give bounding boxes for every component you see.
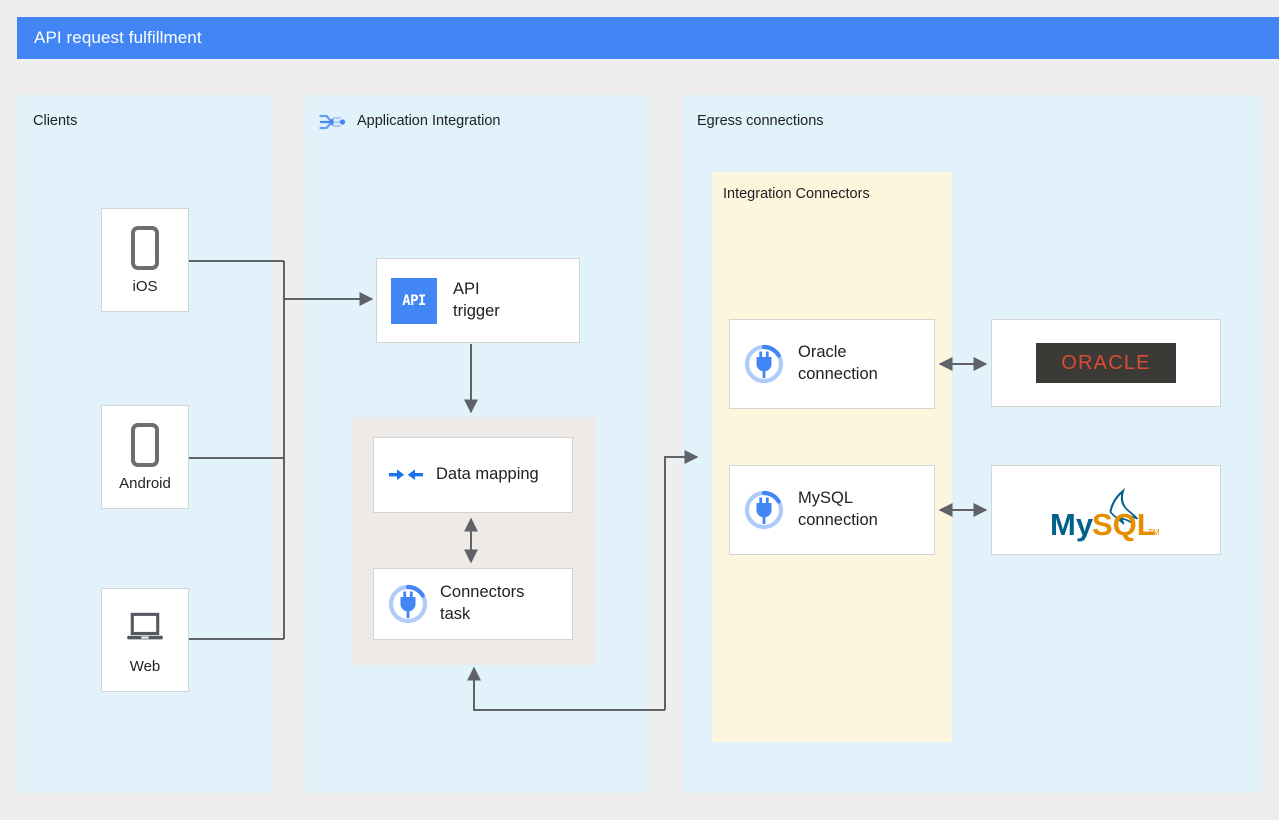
oracle-logo: ORACLE	[1036, 343, 1176, 383]
page-title: API request fulfillment	[34, 28, 202, 47]
mobile-phone-icon	[131, 423, 159, 467]
connection-label-oracle: Oracle connection	[798, 343, 878, 383]
client-label: Android	[119, 475, 171, 492]
client-label: Web	[129, 658, 161, 675]
api-icon: API	[391, 277, 437, 324]
mobile-phone-icon	[131, 226, 159, 270]
panel-label-clients: Clients	[33, 113, 78, 129]
panel-label-integration-connectors: Integration Connectors	[723, 186, 870, 202]
svg-text:TM: TM	[1148, 528, 1160, 537]
panel-label-egress-connections: Egress connections	[697, 113, 824, 129]
application-integration-icon	[319, 114, 346, 130]
node-label-data-mapping: Data mapping	[436, 465, 539, 484]
connector-plug-icon	[744, 490, 784, 530]
panel-integration-connectors	[712, 172, 952, 742]
client-card-web[interactable]: Web	[101, 588, 189, 692]
mysql-logo: My SQL TM	[1050, 487, 1160, 542]
node-api-trigger[interactable]: API API trigger	[376, 258, 580, 343]
node-label-connectors-task: Connectors task	[440, 583, 525, 623]
connection-card-oracle[interactable]: Oracle connection	[729, 319, 935, 409]
panel-label-application-integration: Application Integration	[357, 113, 501, 129]
client-card-ios[interactable]: iOS	[101, 208, 189, 312]
backend-card-mysql: My SQL TM	[991, 465, 1221, 555]
connection-label-mysql: MySQL connection	[798, 489, 878, 529]
client-label: iOS	[132, 278, 158, 295]
header-bar: API request fulfillment	[17, 17, 1279, 59]
node-label-api-trigger: API trigger	[453, 279, 500, 320]
svg-text:My: My	[1050, 507, 1094, 542]
connector-plug-icon	[388, 584, 428, 624]
connector-plug-icon	[744, 344, 784, 384]
node-connectors-task[interactable]: Connectors task	[373, 568, 573, 640]
api-icon-text: API	[402, 292, 426, 309]
client-card-android[interactable]: Android	[101, 405, 189, 509]
node-data-mapping[interactable]: Data mapping	[373, 437, 573, 513]
connection-card-mysql[interactable]: MySQL connection	[729, 465, 935, 555]
oracle-logo-text: ORACLE	[1061, 351, 1151, 374]
backend-card-oracle: ORACLE	[991, 319, 1221, 407]
laptop-icon	[127, 612, 163, 640]
data-mapping-icon	[389, 469, 423, 480]
svg-text:SQL: SQL	[1092, 507, 1156, 542]
